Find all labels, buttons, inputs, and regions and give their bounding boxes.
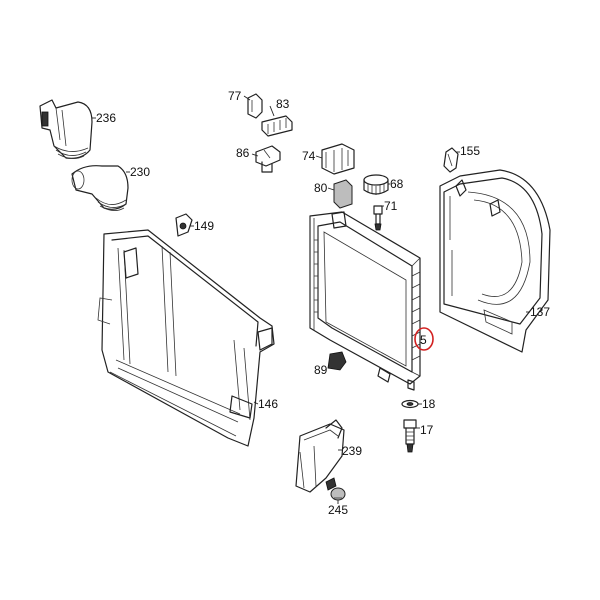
part-74-mount: [321, 143, 355, 175]
label-230: 230: [130, 165, 150, 179]
label-137: 137: [530, 305, 550, 319]
part-71-bleed-screw: [373, 205, 383, 231]
label-245: 245: [328, 503, 348, 517]
part-239-bracket: [295, 419, 345, 493]
label-77: 77: [228, 89, 242, 103]
part-80-block: [333, 179, 353, 209]
label-86: 86: [236, 146, 250, 160]
part-245-buffer: [330, 487, 346, 501]
label-5: 5: [420, 333, 427, 347]
label-149: 149: [194, 219, 214, 233]
part-89-mount: [327, 351, 347, 371]
label-18: 18: [422, 397, 436, 411]
part-77-clip: [247, 93, 263, 119]
part-137-fan-shroud: [439, 169, 551, 353]
highlight-ring-5: [414, 327, 434, 351]
label-89: 89: [314, 363, 328, 377]
label-83: 83: [276, 97, 290, 111]
part-5-radiator: [309, 211, 421, 391]
label-17: 17: [420, 423, 434, 437]
part-68-radiator-cap: [363, 174, 389, 195]
label-239: 239: [342, 444, 362, 458]
part-236-intake-elbow: [39, 99, 93, 159]
part-146-radiator-frame: [97, 229, 275, 447]
label-68: 68: [390, 177, 404, 191]
part-17-drain-plug: [403, 419, 417, 453]
part-86-holder: [255, 145, 281, 173]
label-155: 155: [460, 144, 480, 158]
label-80: 80: [314, 181, 328, 195]
label-146: 146: [258, 397, 278, 411]
label-236: 236: [96, 111, 116, 125]
part-18-seal-washer: [401, 399, 419, 409]
label-74: 74: [302, 149, 316, 163]
part-230-intake-hose: [71, 165, 129, 211]
label-71: 71: [384, 199, 398, 213]
part-83-bracket: [261, 115, 293, 137]
part-149-fastener: [175, 213, 193, 237]
part-155-clip: [443, 147, 459, 173]
